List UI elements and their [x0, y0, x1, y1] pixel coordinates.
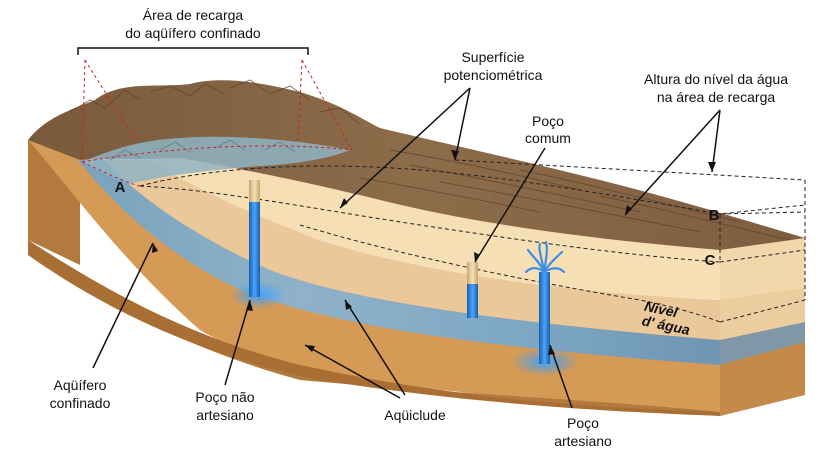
base-fill: [28, 240, 720, 416]
confined-aquifer-band: [78, 160, 720, 365]
recharge-projection: [81, 59, 353, 187]
label-artesian-2: artesiano: [554, 433, 612, 449]
label-confined-aquifer-1: Aqüífero: [54, 377, 107, 393]
label-common-well-2: comum: [525, 130, 571, 146]
label-water-height-1: Altura do nível da água: [644, 71, 788, 87]
point-b-label: B: [709, 207, 720, 224]
point-c-label: C: [705, 252, 716, 269]
label-potentiometric-1: Superfície: [461, 49, 524, 65]
label-aquiclude: Aqüiclude: [384, 407, 446, 423]
non-artesian-well: [249, 202, 260, 297]
common-well: [467, 284, 478, 318]
label-non-artesian-2: artesiano: [196, 407, 254, 423]
point-a-label: A: [115, 179, 126, 196]
right-face-base: [720, 342, 805, 416]
artesian-well: [539, 272, 550, 364]
label-water-level-1: Nível: [643, 298, 680, 321]
potentiometric-surface-line: [139, 159, 806, 323]
right-face-middle: [720, 288, 805, 340]
common-well-casing: [467, 262, 478, 284]
label-recharge-area-1: Área de recarga: [143, 7, 244, 23]
label-non-artesian-1: Poço não: [195, 389, 254, 405]
label-confined-aquifer-2: confinado: [50, 395, 111, 411]
right-face-aquifer: [720, 322, 805, 365]
label-artesian-1: Poço: [567, 415, 599, 431]
leader-lines: [77, 47, 721, 409]
recharge-bracket: [77, 47, 309, 55]
middle-clay-layer: [105, 160, 720, 340]
artesian-fountain: [524, 240, 566, 274]
recharge-area-water: [82, 136, 350, 184]
label-recharge-area-2: do aqüífero confinado: [125, 25, 261, 41]
upper-clay-layer: [150, 158, 720, 300]
recharge-texture: [109, 139, 296, 161]
non-artesian-well-casing: [249, 180, 260, 202]
label-water-height-2: na área de recarga: [657, 89, 776, 105]
arrow-heads: [152, 150, 716, 355]
label-potentiometric-2: potenciométrica: [444, 67, 543, 83]
terrain-surface: [28, 80, 805, 250]
label-common-well-1: Poço: [532, 113, 564, 129]
